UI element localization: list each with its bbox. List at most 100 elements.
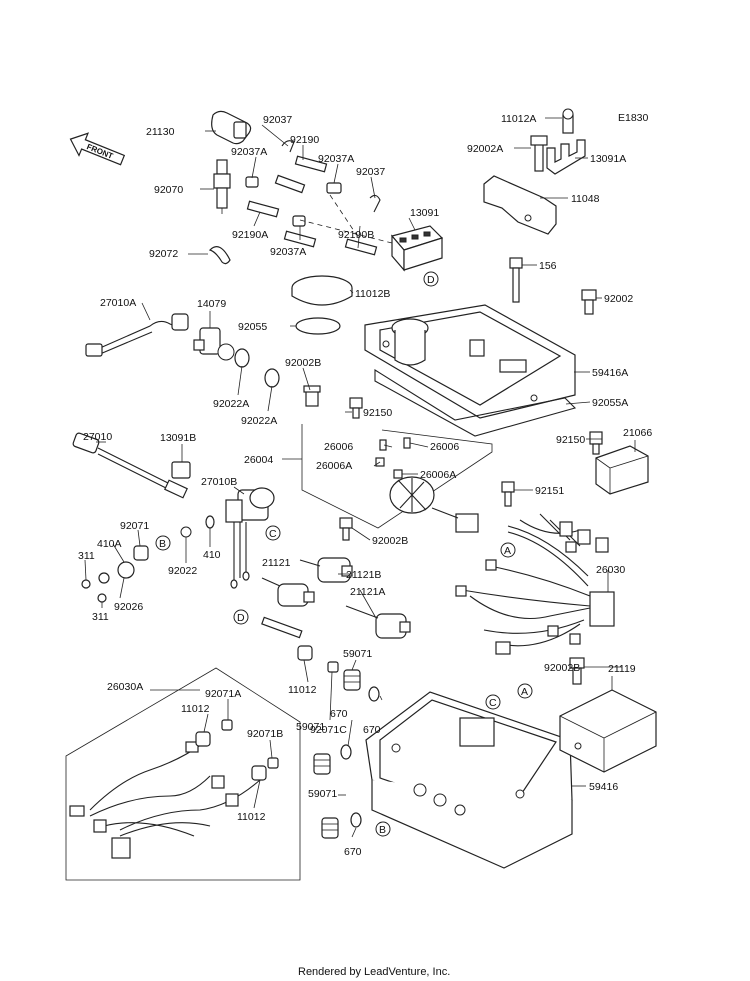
part-label: 26006A: [316, 460, 352, 472]
part-label: 27010: [83, 431, 112, 443]
washer-92022: [180, 526, 192, 538]
terminal-stack: [81, 545, 149, 603]
part-label: 92002: [604, 293, 633, 305]
part-label: 410: [203, 549, 221, 561]
part-label: 92037A: [318, 153, 354, 165]
part-label: 92071B: [247, 728, 283, 740]
wire-clip-2: [369, 194, 381, 213]
spark-plug: [213, 159, 231, 214]
spring-clamp: [208, 246, 231, 265]
part-label: 11012: [181, 703, 210, 715]
o-ring-670-bottom: [350, 812, 362, 828]
fuse-b: [403, 437, 411, 449]
part-label: 26006A: [420, 469, 456, 481]
part-label: 21121A: [350, 586, 385, 598]
part-label: 21119: [608, 663, 636, 675]
part-label: 27010B: [201, 476, 237, 488]
washer-b: [264, 368, 280, 388]
part-label: 13091A: [590, 153, 626, 165]
part-label: 59071: [343, 648, 372, 660]
callout-a-mid: A: [500, 542, 516, 558]
sub-harness-box: [65, 667, 301, 881]
part-label: 92071: [120, 520, 149, 532]
part-label: 92037A: [231, 146, 267, 158]
callout-d-top: D: [423, 271, 439, 287]
callout-b-case: B: [375, 821, 391, 837]
callout-letter: B: [159, 538, 166, 550]
electric-case: [365, 691, 573, 869]
part-label: 13091: [410, 207, 439, 219]
electric-case-cover: [364, 304, 576, 419]
spark-plug-cap: [211, 110, 252, 145]
part-label: 92150: [363, 407, 392, 419]
part-label: 670: [330, 708, 348, 720]
part-label: 92002B: [544, 662, 580, 674]
filler-cap: [291, 275, 353, 306]
plug-11012-b: [251, 765, 267, 781]
fitting-14079: [193, 327, 235, 361]
o-ring-670-top: [368, 686, 380, 702]
o-ring-670-mid: [340, 744, 352, 760]
mounting-bracket: [483, 175, 557, 235]
bracket-bolt: [530, 135, 548, 172]
part-label: 156: [539, 260, 557, 272]
bolt-92002b-lower: [569, 657, 585, 685]
part-label: 21121: [262, 557, 291, 569]
part-label: 92190B: [338, 229, 374, 241]
part-label: 92055A: [592, 397, 628, 409]
ignition-coil-2: [261, 577, 315, 607]
bolt-92002b-mid: [339, 517, 353, 541]
control-unit: [559, 689, 657, 773]
callout-letter: C: [489, 697, 497, 709]
callout-letter: D: [427, 274, 435, 286]
part-label: 92022A: [241, 415, 277, 427]
part-label: 13091B: [160, 432, 196, 444]
part-label: 92150: [556, 434, 585, 446]
fuse-a: [379, 439, 387, 451]
part-label: 92022A: [213, 398, 249, 410]
part-label: 410A: [97, 538, 122, 550]
wire-clip: [281, 140, 295, 153]
part-label: 92022: [168, 565, 197, 577]
plug-92071c: [327, 661, 339, 673]
sub-harness: [69, 741, 261, 859]
part-label: 26030A: [107, 681, 143, 693]
fitting-59071-bottom: [321, 817, 339, 839]
part-labels: 21130 92037 92190 92037A 92037A 92037 92…: [78, 113, 652, 858]
part-label: 92072: [149, 248, 178, 260]
temp-sensor: [72, 432, 188, 499]
group-26004-outline: [301, 424, 493, 529]
callout-c-case: C: [485, 694, 501, 710]
part-label: 26030: [596, 564, 625, 576]
part-label: 92190: [290, 134, 319, 146]
part-label: 92071A: [205, 688, 241, 700]
long-bolt: [509, 257, 523, 303]
washer-410: [205, 515, 215, 529]
bolt-92150-mid: [349, 397, 363, 419]
part-label: 14079: [197, 298, 226, 310]
bolt-92151: [501, 481, 515, 507]
leader-lines: [84, 117, 636, 838]
bolt-92002b-top: [303, 385, 321, 407]
part-label: 92190A: [232, 229, 268, 241]
plug-11012-a: [195, 731, 211, 747]
part-label: 26006: [430, 441, 459, 453]
part-label: 670: [363, 724, 381, 736]
part-label: 670: [344, 846, 362, 858]
part-label: 27010A: [100, 297, 136, 309]
callout-a-case: A: [517, 683, 533, 699]
part-label: 92071C: [310, 724, 347, 736]
front-arrow: FRONT: [69, 132, 126, 166]
part-label: 11048: [571, 193, 600, 205]
part-label: 21130: [146, 126, 175, 138]
fitting-59071-top: [343, 669, 361, 691]
part-label: 92055: [238, 321, 267, 333]
callout-d-mid: D: [233, 609, 249, 625]
callout-b-left: B: [155, 535, 171, 551]
part-label: 92026: [114, 601, 143, 613]
part-label: 92037: [356, 166, 385, 178]
washer-a: [234, 348, 250, 368]
ignition-coil-1: [299, 557, 353, 583]
part-label: 59071: [308, 788, 337, 800]
